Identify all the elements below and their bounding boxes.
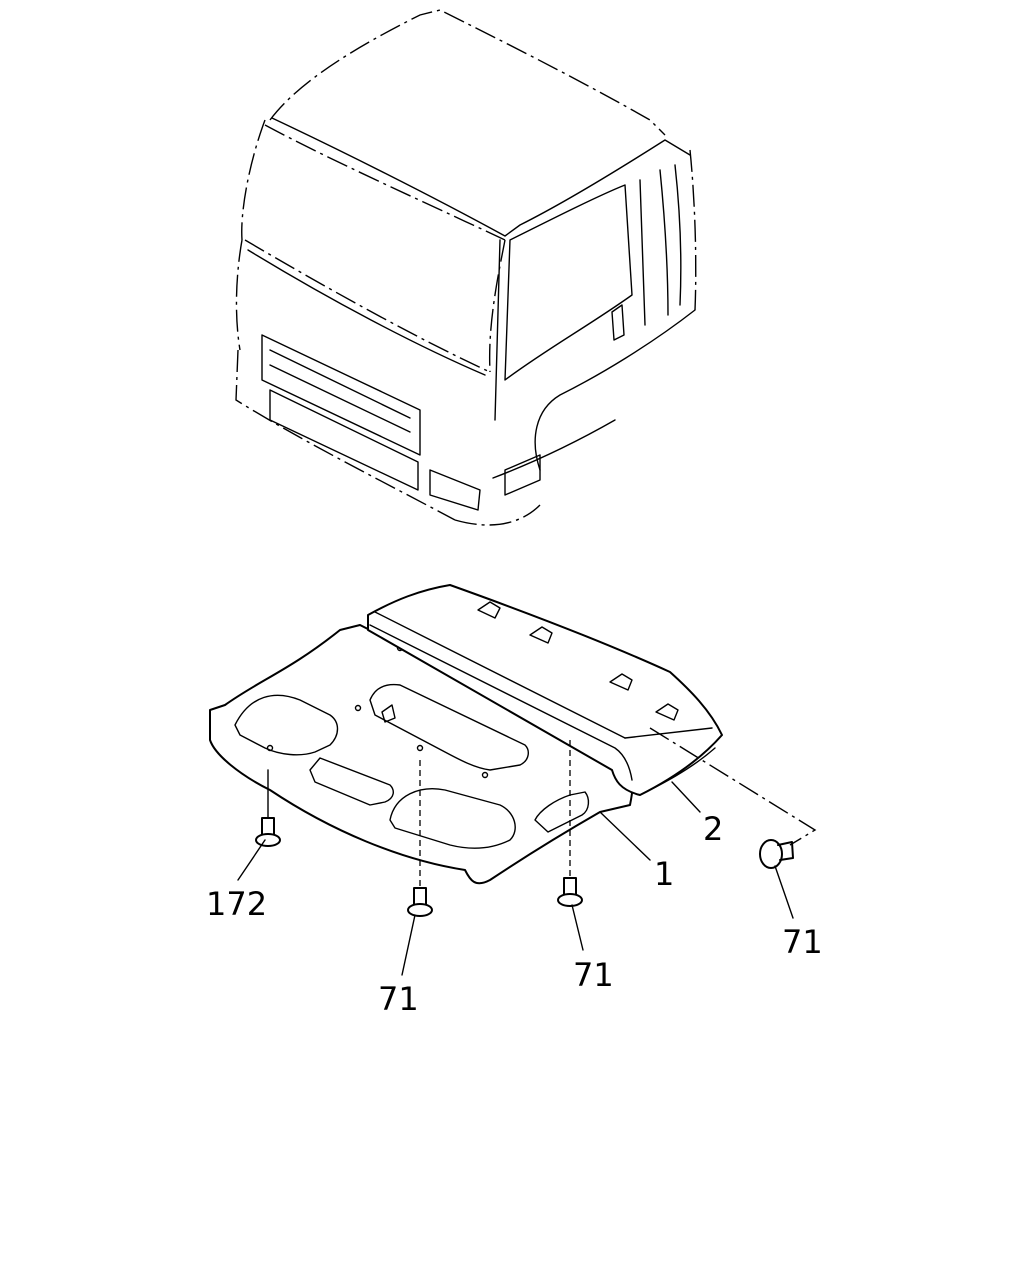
label-part-71-clip: 71 xyxy=(782,923,823,961)
screw-71-right xyxy=(557,740,583,907)
headlining-panel xyxy=(209,624,634,885)
rear-trim-panel xyxy=(367,584,723,796)
label-part-1: 1 xyxy=(654,855,674,893)
label-part-2: 2 xyxy=(703,810,723,848)
screw-71-center xyxy=(407,760,433,917)
label-part-71-right: 71 xyxy=(573,956,614,994)
truck-cab-outline xyxy=(235,9,697,526)
screw-172 xyxy=(255,769,281,847)
label-part-71-center: 71 xyxy=(378,980,419,1018)
clip-71 xyxy=(649,727,817,869)
label-part-172: 172 xyxy=(206,885,267,923)
leader-lines xyxy=(237,781,794,976)
